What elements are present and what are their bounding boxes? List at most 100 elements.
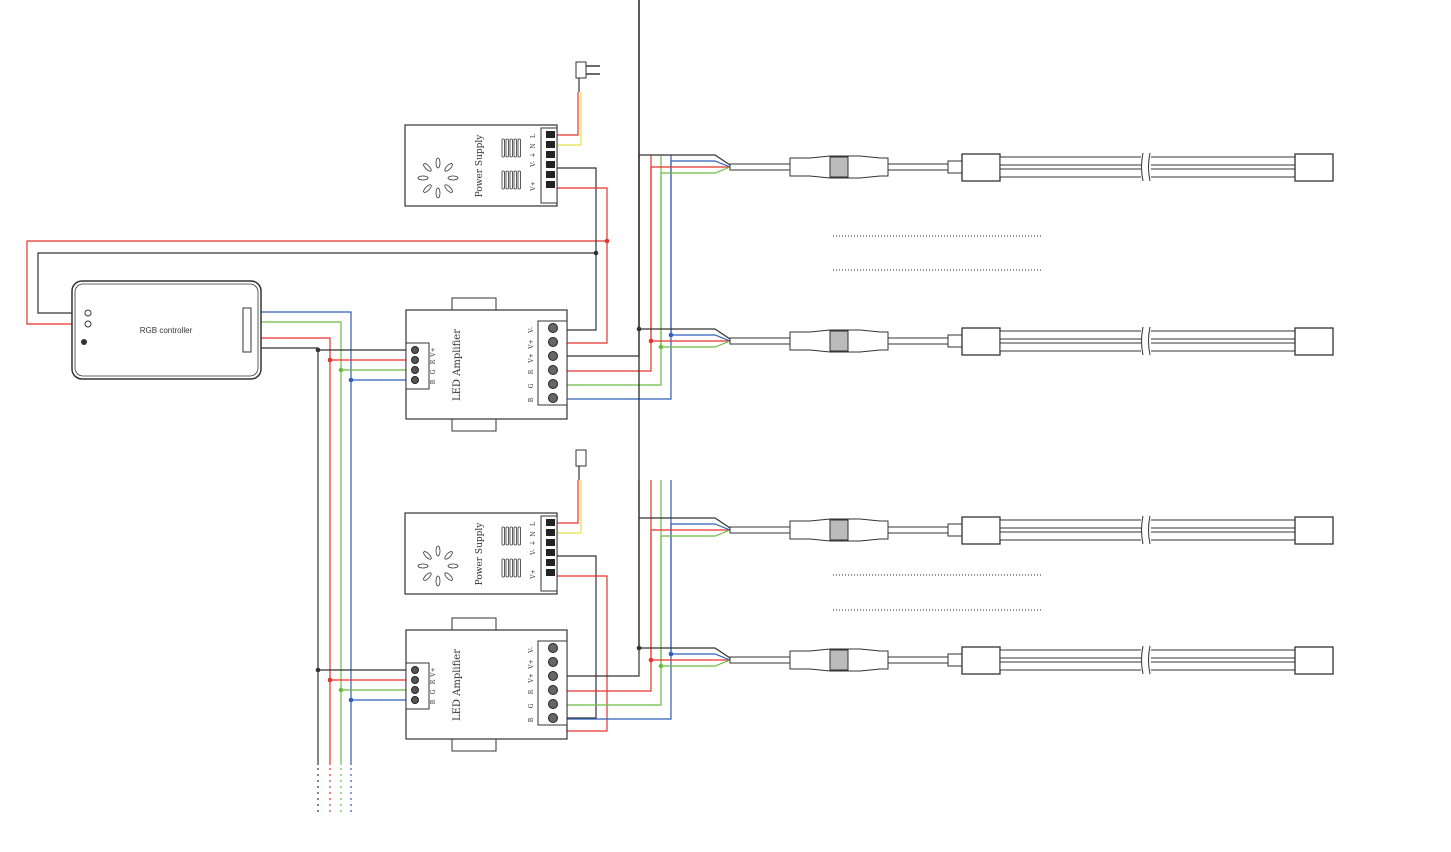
terminal (546, 519, 555, 526)
amplifier-label: LED Amplifier (452, 649, 463, 721)
strip-lead-green (661, 659, 731, 667)
plug-icon (575, 449, 587, 467)
end-cap-neck (947, 523, 963, 537)
wire-psu-vplus (557, 575, 608, 732)
vent-slot (509, 138, 513, 158)
output-terminal (548, 671, 558, 681)
amp-output-wire (567, 155, 662, 386)
fan-icon (423, 572, 432, 581)
strip-lead-blue (671, 653, 731, 661)
plug-prong (586, 65, 600, 75)
output-label: V+ (528, 659, 535, 669)
break-mark (1141, 152, 1151, 182)
terminal (546, 569, 555, 576)
vent-slot (505, 526, 509, 546)
cable (729, 526, 791, 534)
indicator-icon (84, 320, 92, 328)
vent-slot (509, 170, 513, 190)
wire-controller-vminus (37, 252, 596, 314)
output-terminal (548, 393, 558, 403)
vent-slot (501, 526, 505, 546)
fan-icon (447, 175, 459, 181)
output-label: R (528, 369, 535, 374)
terminal-label: L (530, 134, 537, 138)
terminal-label: ⏚ (530, 540, 537, 546)
output-label: V+ (528, 353, 535, 363)
vent-slot (505, 138, 509, 158)
connector-coupling (829, 519, 849, 541)
wire-earth (557, 480, 582, 534)
wire-controller-vplus (26, 240, 607, 325)
input-label: B (430, 379, 437, 384)
input-terminal (411, 366, 419, 374)
input-label: V+ (430, 667, 437, 677)
end-cap (1294, 516, 1334, 545)
junction-dot (327, 357, 333, 363)
input-label: G (430, 689, 437, 694)
strip-lead-green (661, 529, 731, 537)
vent-slot (501, 170, 505, 190)
cable (887, 656, 949, 664)
fan-icon (447, 563, 459, 569)
output-label: G (528, 703, 535, 708)
input-terminal-block (405, 342, 430, 390)
output-terminal (548, 657, 558, 667)
terminal (546, 559, 555, 566)
led-strip (729, 326, 1334, 356)
fan-icon (444, 551, 453, 560)
plug-prong (586, 65, 600, 75)
terminal-label: N (530, 531, 537, 536)
input-label: V+ (430, 347, 437, 357)
vent-slot (517, 526, 521, 546)
terminal-label: V- (530, 549, 537, 556)
junction-dot (338, 367, 344, 373)
strip-lead-green (661, 340, 731, 348)
end-cap (961, 153, 1001, 182)
amp-output-wire (567, 155, 640, 357)
fan-icon (423, 163, 432, 172)
end-cap-neck (947, 160, 963, 174)
cable (887, 337, 949, 345)
terminal (546, 171, 555, 178)
cable (729, 337, 791, 345)
terminal-label: V+ (530, 569, 537, 579)
strip-lead-green (661, 166, 731, 174)
rgb-controller: RGB controller (71, 280, 262, 380)
break-gap (1141, 648, 1151, 672)
output-label: R (528, 689, 535, 694)
bus-wire (261, 311, 352, 765)
output-terminal-block (537, 320, 568, 406)
junction-dot (327, 677, 333, 683)
vent-slot (509, 526, 513, 546)
end-cap-neck (947, 653, 963, 667)
output-label: V+ (528, 339, 535, 349)
end-cap (1294, 327, 1334, 356)
wire-psu-vminus (557, 555, 597, 719)
vent-slot (509, 558, 513, 578)
fan-icon (417, 175, 429, 181)
vent-slot (517, 138, 521, 158)
connector-coupling (829, 156, 849, 178)
vent-slot (513, 170, 517, 190)
end-cap (961, 327, 1001, 356)
fan-icon (444, 184, 453, 193)
led-strip (729, 645, 1334, 675)
strip-lead-blue (671, 160, 731, 168)
input-terminal (411, 376, 419, 384)
bus-wire (261, 347, 319, 765)
vent-slot (505, 170, 509, 190)
break-mark (1141, 645, 1151, 675)
input-label: B (430, 699, 437, 704)
wire-psu-vminus (557, 167, 597, 331)
terminal-label: V- (530, 161, 537, 168)
power-supply-label: Power Supply (475, 134, 485, 198)
bus-wire (261, 337, 331, 765)
wires (26, 0, 1042, 815)
output-label: B (528, 397, 535, 402)
fan-icon (435, 545, 441, 557)
terminal (546, 549, 555, 556)
input-terminal (411, 356, 419, 364)
